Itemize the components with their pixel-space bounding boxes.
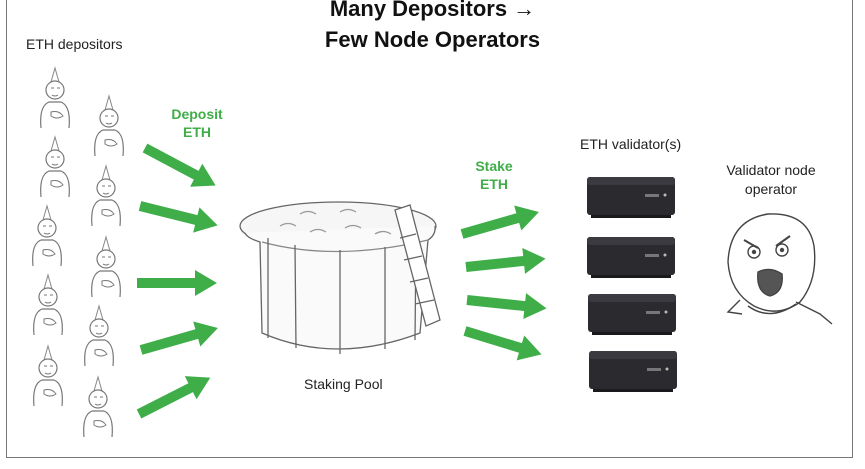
person-figure-icon [32, 205, 62, 267]
stake-arrow [461, 318, 546, 367]
deposit-arrow [133, 366, 217, 426]
stake-arrows [458, 199, 548, 367]
operator-label-line-1: Validator node [726, 162, 816, 178]
deposit-arrow [138, 136, 222, 198]
person-figure-icon [83, 376, 113, 438]
deposit-arrow [137, 270, 217, 296]
depositors-label: ETH depositors [26, 36, 123, 52]
validators-label: ETH validator(s) [580, 136, 682, 152]
deposit-label-line-2: ETH [183, 124, 211, 140]
mini-pc-icon [587, 237, 675, 278]
stake-label-line-1: Stake [475, 158, 513, 174]
mini-pc-icon [589, 351, 677, 392]
staking-pool-icon [239, 201, 441, 354]
title-line-2: Few Node Operators [324, 27, 541, 52]
stake-arrow [465, 287, 548, 322]
mini-pc-icon [587, 177, 675, 218]
title-line-1: Many Depositors → [329, 0, 536, 21]
person-figure-icon [84, 305, 114, 367]
stake-arrow [458, 199, 543, 247]
deposit-arrow [137, 315, 222, 363]
person-figure-icon [33, 274, 63, 336]
person-figure-icon [40, 67, 70, 129]
person-figure-icon [94, 95, 124, 157]
mini-pc-icon [588, 294, 676, 335]
validator-devices [587, 177, 677, 392]
person-figure-icon [40, 136, 70, 198]
stake-arrow [464, 245, 547, 280]
diagram-frame [6, 0, 853, 458]
deposit-arrow [136, 193, 221, 238]
y-u-no-face-icon [726, 213, 833, 325]
person-figure-icon [33, 345, 63, 407]
deposit-label-line-1: Deposit [171, 106, 223, 122]
person-figure-icon [91, 236, 121, 298]
stake-label-line-2: ETH [480, 176, 508, 192]
pool-label: Staking Pool [304, 376, 383, 392]
depositor-icons [32, 67, 124, 438]
person-figure-icon [91, 165, 121, 227]
deposit-arrows [133, 136, 222, 426]
operator-label-line-2: operator [744, 181, 798, 197]
